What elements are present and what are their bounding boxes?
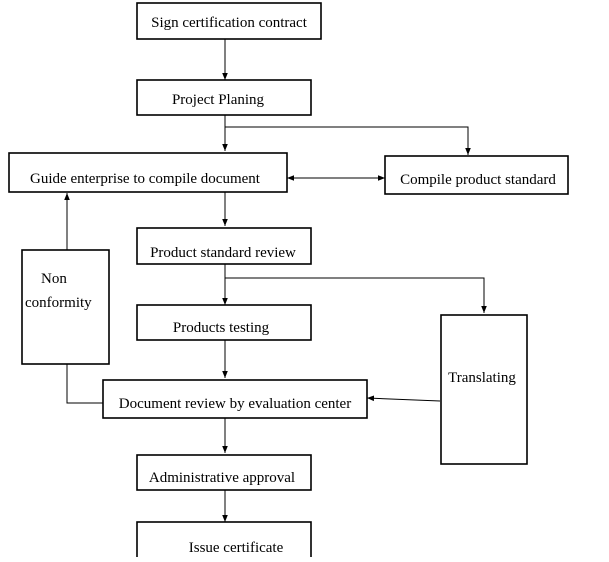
label-guide-enterprise: Guide enterprise to compile document [30, 171, 261, 187]
arrow-planing-to-compile [225, 126, 471, 155]
label-compile-standard: Compile product standard [400, 172, 556, 188]
box-administrative-approval [136, 454, 312, 491]
box-project-planing [136, 79, 312, 116]
box-guide-enterprise [8, 152, 288, 193]
box-sign-contract [136, 2, 322, 40]
box-nonconformity [21, 249, 110, 365]
label-standard-review: Product standard review [150, 245, 296, 261]
line-document-to-nonconformity [66, 364, 103, 404]
box-issue-certificate [136, 521, 312, 562]
label-nonconformity-line1: Non [41, 271, 67, 287]
box-translating [440, 314, 528, 465]
box-standard-review [136, 227, 312, 265]
box-products-testing [136, 304, 312, 341]
label-products-testing: Products testing [173, 320, 270, 336]
arrow-review-to-translating [225, 277, 487, 313]
label-sign-contract: Sign certification contract [151, 15, 308, 31]
box-document-review [102, 379, 368, 419]
box-compile-standard [384, 155, 569, 195]
label-document-review: Document review by evaluation center [119, 396, 351, 412]
connectors [64, 39, 487, 522]
label-administrative-approval: Administrative approval [149, 470, 295, 486]
label-nonconformity-line2: conformity [25, 295, 92, 311]
label-translating: Translating [448, 370, 516, 386]
label-project-planing: Project Planing [172, 92, 265, 108]
label-issue-certificate: Issue certificate [189, 540, 284, 556]
arrow-translating-to-document [366, 395, 441, 402]
